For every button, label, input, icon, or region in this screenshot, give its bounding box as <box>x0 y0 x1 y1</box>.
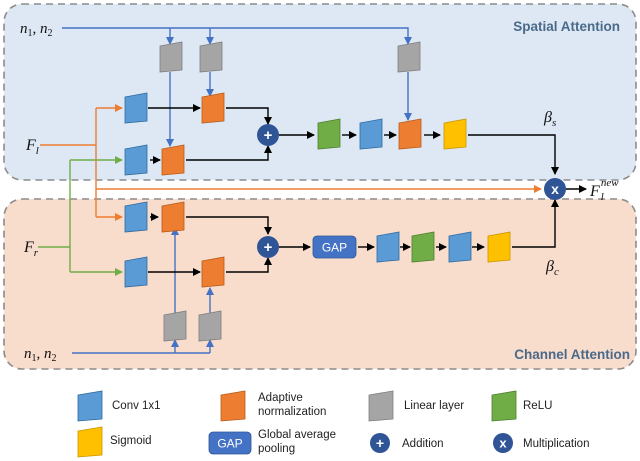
conv-1x1-block <box>124 144 148 176</box>
n-label-bottom: n1, n2 <box>24 346 57 364</box>
linear-layer-block <box>198 310 222 342</box>
legend-multiplication-label: Multiplication <box>523 438 589 450</box>
adaptive-norm-block <box>201 256 225 288</box>
legend-adaptive-swatch <box>220 390 246 422</box>
n-label-top: n1, n2 <box>20 21 53 39</box>
conv-1x1-block <box>124 92 148 124</box>
conv-1x1-block <box>376 231 400 263</box>
legend-gap-label: Global average pooling <box>258 429 339 455</box>
addition-symbol: + <box>264 127 273 144</box>
legend-adaptive-label: Adaptive normalization <box>258 392 326 418</box>
legend-multiplication-symbol: x <box>499 436 507 451</box>
legend: Conv 1x1 Adaptive normalization Linear l… <box>77 390 589 458</box>
legend-linear-swatch <box>368 390 394 422</box>
legend-addition-swatch <box>370 433 390 453</box>
legend-gap-swatch <box>208 431 252 455</box>
beta-s-label: βs <box>543 109 556 129</box>
spatial-attention-title: Spatial Attention <box>513 19 620 34</box>
sigmoid-block <box>487 231 511 263</box>
legend-gap-swatch-text: GAP <box>217 437 242 451</box>
relu-block <box>317 118 341 150</box>
linear-layer-block <box>163 310 187 342</box>
multiplication-symbol: x <box>551 181 559 197</box>
sigmoid-block <box>443 118 467 150</box>
addition-op <box>257 236 279 258</box>
conv-1x1-block <box>124 256 148 288</box>
legend-multiplication-swatch <box>493 433 513 453</box>
adaptive-norm-block <box>398 118 422 150</box>
linear-layer-block <box>159 41 183 73</box>
conv-1x1-block <box>448 231 472 263</box>
conv-1x1-block <box>124 201 148 233</box>
relu-block <box>411 231 435 263</box>
linear-layer-block <box>397 41 421 73</box>
linear-layer-block <box>199 41 223 73</box>
adaptive-norm-block <box>161 201 185 233</box>
legend-addition-symbol: + <box>376 435 384 451</box>
connections <box>38 27 587 354</box>
adaptive-norm-block <box>201 92 225 124</box>
channel-attention-title: Channel Attention <box>514 347 630 362</box>
legend-sigmoid-label: Sigmoid <box>110 435 152 447</box>
legend-relu-label: ReLU <box>523 400 552 412</box>
legend-relu-swatch <box>491 390 517 422</box>
addition-symbol: + <box>264 239 273 256</box>
legend-conv-swatch <box>77 390 103 422</box>
legend-addition-label: Addition <box>402 438 444 450</box>
addition-op <box>257 124 279 146</box>
f-l-label: Fl <box>25 137 39 157</box>
multiplication-op <box>544 178 566 200</box>
channel-attention-panel <box>3 198 637 370</box>
gap-label: GAP <box>322 241 347 255</box>
legend-sigmoid-swatch <box>77 426 103 458</box>
f-r-label: Fr <box>23 239 39 259</box>
beta-c-label: βc <box>545 258 559 278</box>
legend-conv-label: Conv 1x1 <box>112 400 161 412</box>
f-new-label: Flnew <box>589 177 619 203</box>
gap-block <box>312 235 357 259</box>
adaptive-norm-block <box>161 144 185 176</box>
legend-linear-label: Linear layer <box>404 400 464 412</box>
conv-1x1-block <box>359 118 383 150</box>
